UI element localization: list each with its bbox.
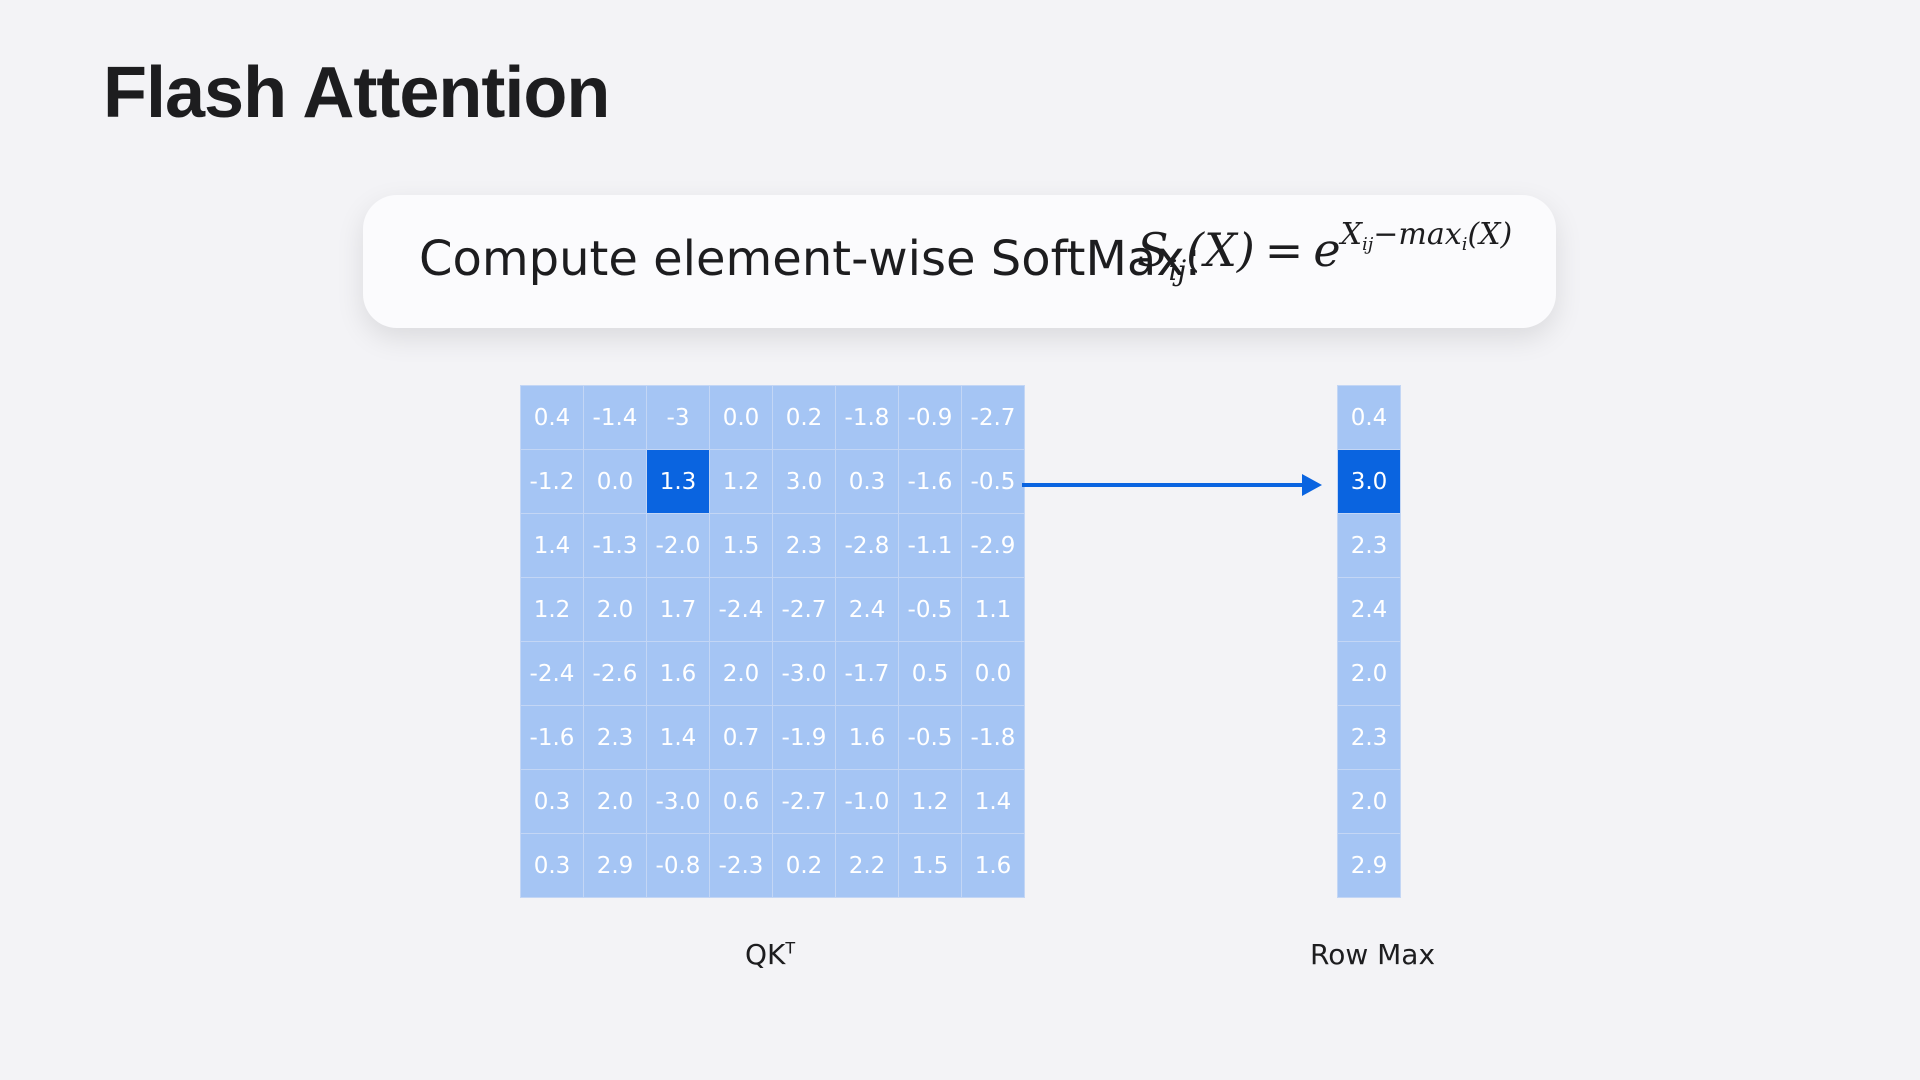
formula-lhs-arg: (X)	[1186, 223, 1255, 277]
matrix-cell: -1.1	[899, 514, 961, 577]
matrix-cell: -1.6	[899, 450, 961, 513]
matrix-caption: QKT	[745, 938, 795, 971]
row-max-cell: 2.0	[1338, 642, 1400, 705]
arrow-head	[1302, 474, 1322, 496]
matrix-cell: 2.0	[710, 642, 772, 705]
formula-lhs-symbol: S	[1137, 223, 1169, 277]
matrix-cell: 2.0	[584, 578, 646, 641]
matrix-cell: 0.0	[962, 642, 1024, 705]
matrix-cell: -3.0	[773, 642, 835, 705]
matrix-cell: -1.4	[584, 386, 646, 449]
matrix-cell: 1.5	[710, 514, 772, 577]
matrix-cell: -3.0	[647, 770, 709, 833]
matrix-cell: 1.4	[962, 770, 1024, 833]
matrix-cell: 2.2	[836, 834, 898, 897]
matrix-cell: 1.6	[962, 834, 1024, 897]
matrix-cell: 1.3	[647, 450, 709, 513]
matrix-cell: 0.7	[710, 706, 772, 769]
matrix-caption-superscript: T	[785, 938, 796, 958]
matrix-cell: -2.7	[773, 770, 835, 833]
formula-exponent-minus: −	[1373, 217, 1399, 252]
softmax-formula: Sij(X)=eXij−maxi(X)	[1137, 217, 1512, 287]
matrix-cell: 1.2	[899, 770, 961, 833]
matrix-cell: -2.4	[521, 642, 583, 705]
matrix-cell: -1.9	[773, 706, 835, 769]
matrix-cell: 1.2	[710, 450, 772, 513]
formula-card: Compute element-wise SoftMax: Sij(X)=eXi…	[363, 195, 1556, 328]
matrix-cell: 2.3	[584, 706, 646, 769]
row-max-cell: 2.3	[1338, 706, 1400, 769]
formula-exponent-arg: (X)	[1467, 217, 1513, 252]
row-max-cell: 3.0	[1338, 450, 1400, 513]
matrix-cell: -0.8	[647, 834, 709, 897]
row-max-cell: 2.9	[1338, 834, 1400, 897]
matrix-cell: 0.5	[899, 642, 961, 705]
matrix-cell: 0.6	[710, 770, 772, 833]
matrix-cell: 1.4	[521, 514, 583, 577]
matrix-cell: 0.3	[836, 450, 898, 513]
matrix-cell: -2.9	[962, 514, 1024, 577]
row-max-cell: 2.0	[1338, 770, 1400, 833]
row-max-cell: 2.4	[1338, 578, 1400, 641]
matrix-cell: 2.9	[584, 834, 646, 897]
matrix-cell: 1.5	[899, 834, 961, 897]
row-max-caption: Row Max	[1310, 938, 1436, 971]
matrix-cell: -3	[647, 386, 709, 449]
matrix-cell: 1.1	[962, 578, 1024, 641]
formula-exponent-max: max	[1398, 217, 1462, 252]
matrix-cell: 1.2	[521, 578, 583, 641]
matrix-cell: -1.8	[962, 706, 1024, 769]
matrix-cell: -1.7	[836, 642, 898, 705]
matrix-cell: 2.0	[584, 770, 646, 833]
matrix-cell: -0.9	[899, 386, 961, 449]
matrix-cell: 0.4	[521, 386, 583, 449]
row-max-cell: 2.3	[1338, 514, 1400, 577]
matrix-cell: -0.5	[899, 578, 961, 641]
matrix-cell: -2.8	[836, 514, 898, 577]
matrix-cell: -2.3	[710, 834, 772, 897]
matrix-cell: -0.5	[962, 450, 1024, 513]
formula-base: e	[1313, 223, 1341, 277]
slide-title: Flash Attention	[103, 53, 610, 133]
formula-exponent-var-subscript: ij	[1361, 234, 1374, 255]
matrix-cell: 3.0	[773, 450, 835, 513]
matrix-cell: 2.4	[836, 578, 898, 641]
matrix-cell: -2.4	[710, 578, 772, 641]
matrix-cell: -2.0	[647, 514, 709, 577]
formula-exponent-max-subscript: i	[1461, 234, 1468, 255]
matrix-cell: -1.6	[521, 706, 583, 769]
formula-lhs-subscript: ij	[1168, 254, 1187, 287]
matrix-cell: 2.3	[773, 514, 835, 577]
matrix-cell: -0.5	[899, 706, 961, 769]
formula-equals: =	[1264, 223, 1304, 277]
matrix-cell: 0.0	[710, 386, 772, 449]
matrix-cell: 0.0	[584, 450, 646, 513]
matrix-caption-main: QK	[745, 938, 786, 971]
matrix-cell: -2.7	[773, 578, 835, 641]
matrix-cell: -1.0	[836, 770, 898, 833]
matrix-cell: 0.2	[773, 386, 835, 449]
matrix-cell: -2.6	[584, 642, 646, 705]
matrix-cell: 1.6	[647, 642, 709, 705]
matrix-cell: 0.2	[773, 834, 835, 897]
matrix-cell: -1.8	[836, 386, 898, 449]
formula-label: Compute element-wise SoftMax:	[419, 231, 1201, 287]
matrix-cell: 1.4	[647, 706, 709, 769]
matrix-cell: -1.3	[584, 514, 646, 577]
matrix-cell: 1.7	[647, 578, 709, 641]
matrix-cell: -2.7	[962, 386, 1024, 449]
matrix-cell: -1.2	[521, 450, 583, 513]
formula-exponent-var: X	[1340, 217, 1362, 252]
row-max-arrow	[1022, 474, 1322, 496]
matrix-cell: 0.3	[521, 834, 583, 897]
row-max-cell: 0.4	[1338, 386, 1400, 449]
matrix-cell: 0.3	[521, 770, 583, 833]
matrix-cell: 1.6	[836, 706, 898, 769]
formula-exponent: Xij−maxi(X)	[1340, 217, 1513, 255]
